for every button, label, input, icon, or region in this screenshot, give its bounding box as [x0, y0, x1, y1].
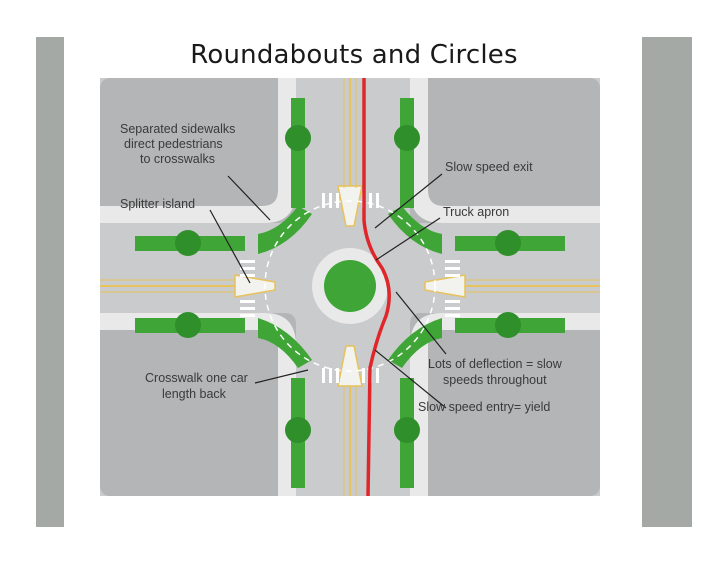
- callout-splitter-island: Splitter island: [120, 197, 195, 211]
- leader-line: [374, 173, 443, 229]
- approach-marking: [343, 78, 357, 496]
- sidewalk-top-left: [100, 78, 296, 223]
- tree: [495, 312, 521, 338]
- corner-planting: [258, 318, 312, 368]
- roundabout-diagram: Separated sidewalks direct pedestrians t…: [100, 78, 600, 496]
- block-bottom-left: [100, 313, 296, 496]
- left-slide-bar: [36, 37, 64, 527]
- tree: [175, 230, 201, 256]
- callout-slow-speed-entry: Slow speed entry= yield: [418, 400, 550, 414]
- callout-deflection: Lots of deflection = slow speeds through…: [428, 357, 565, 387]
- callout-sidewalks: Separated sidewalks direct pedestrians t…: [120, 122, 239, 166]
- vehicle-path: [362, 78, 391, 496]
- corner-planting: [388, 318, 442, 368]
- leader-line: [375, 217, 441, 261]
- sidewalk-top-right: [410, 78, 600, 223]
- tree: [285, 417, 311, 443]
- block-bottom-right: [410, 313, 600, 496]
- approach-marking: [100, 279, 600, 293]
- block-top-left: [100, 78, 296, 223]
- leader-line: [227, 175, 271, 221]
- leader-line: [254, 369, 309, 384]
- slide-title: Roundabouts and Circles: [190, 40, 518, 70]
- leader-line: [374, 349, 447, 409]
- tree: [394, 417, 420, 443]
- tree: [394, 125, 420, 151]
- tree: [285, 125, 311, 151]
- crosswalk-east: [445, 260, 460, 317]
- right-slide-bar: [642, 37, 692, 527]
- callout-crosswalk: Crosswalk one car length back: [145, 371, 251, 401]
- planting-strip: [291, 98, 305, 208]
- block-top-right: [410, 78, 600, 223]
- planting-strip: [400, 98, 414, 208]
- circulatory-edge: [264, 200, 436, 372]
- splitter-island-north: [337, 185, 363, 227]
- leader-line: [209, 209, 251, 284]
- central-island: [324, 260, 376, 312]
- tree: [175, 312, 201, 338]
- callout-truck-apron: Truck apron: [443, 205, 509, 219]
- callout-slow-speed-exit: Slow speed exit: [445, 160, 533, 174]
- crosswalk-west: [240, 260, 255, 317]
- tree: [495, 230, 521, 256]
- splitter-island-west: [234, 274, 276, 298]
- leader-line: [395, 291, 447, 355]
- splitter-island-south: [337, 345, 363, 387]
